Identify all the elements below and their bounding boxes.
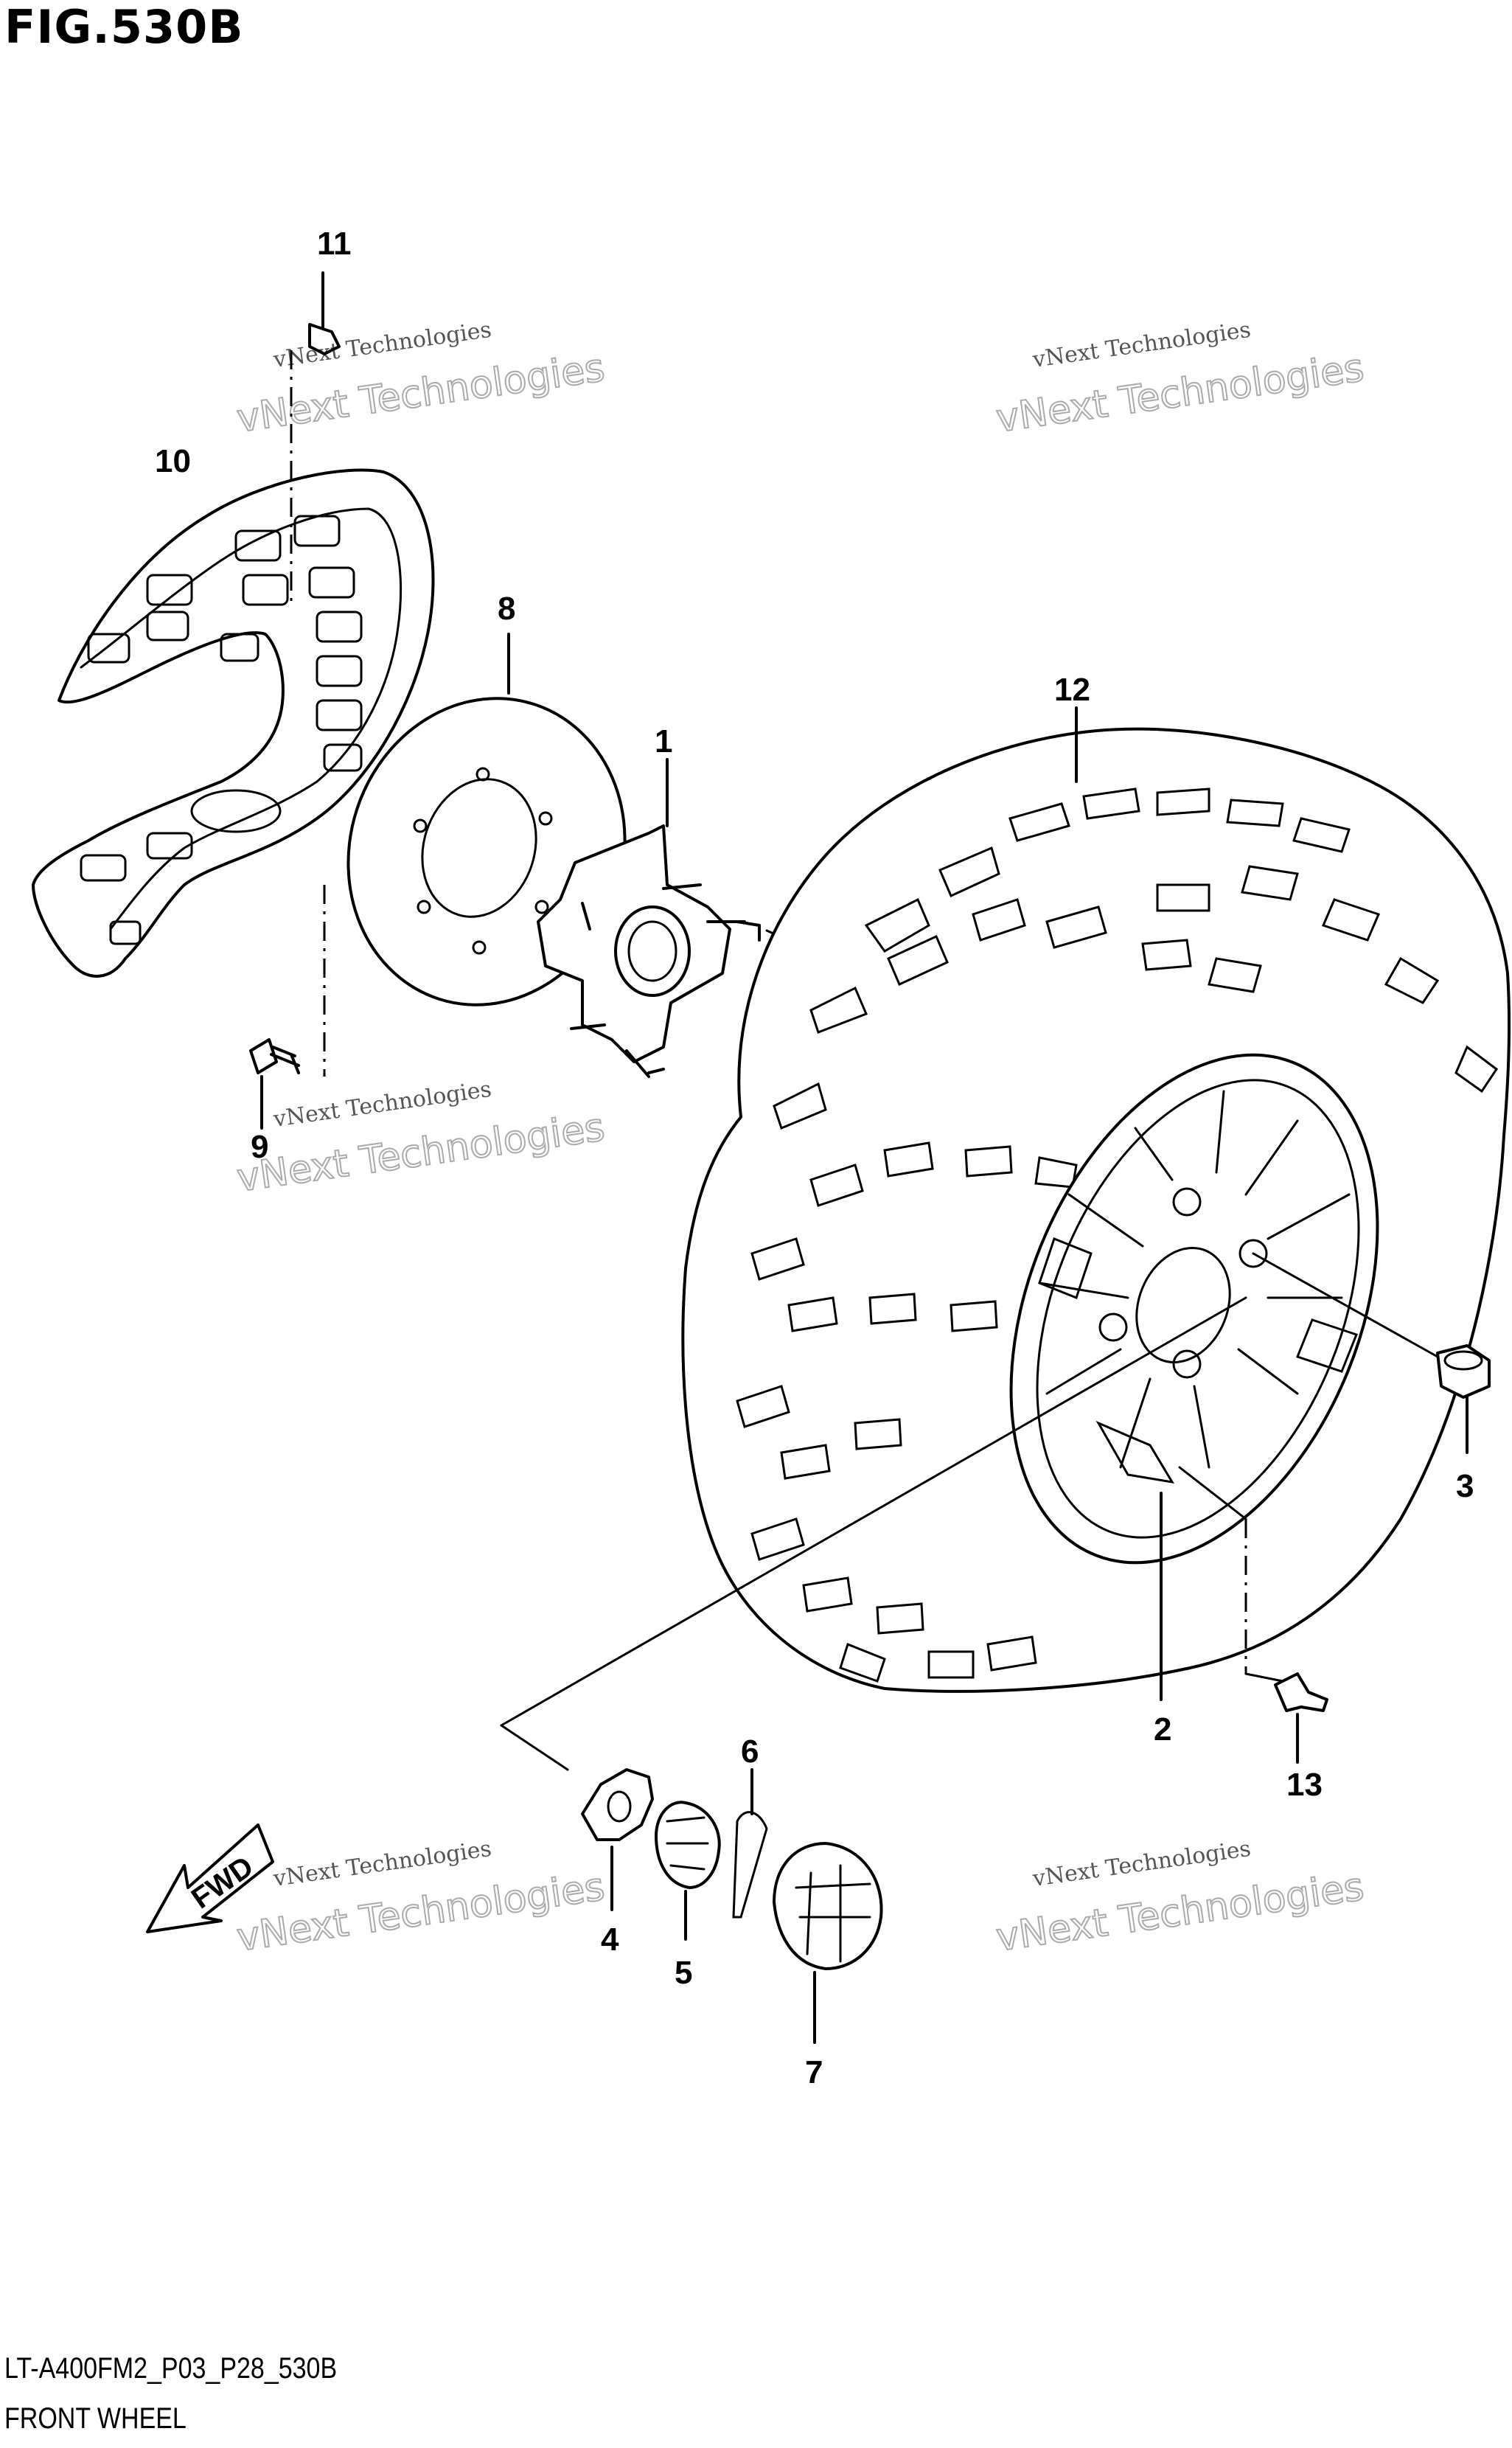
lock-washer-part-4 [581,1768,654,1911]
leader-lines [500,1296,1247,1771]
watermark-small-text: vNext Technologies [1031,1836,1253,1892]
bolt-part-9 [249,1038,300,1130]
callout-7: 7 [805,2054,823,2090]
disc-guard-part-10 [32,468,435,978]
model-code: LT-A400FM2_P03_P28_530B [4,2352,338,2385]
watermark-small-text: vNext Technologies [271,317,493,373]
callout-11: 11 [317,226,352,262]
tire-treads [736,787,1499,1683]
cap-part-7 [773,1842,883,2044]
callout-2: 2 [1154,1711,1171,1748]
callout-10: 10 [155,443,191,479]
cotter-pin-part-6 [732,1768,768,1919]
hub-part-1 [537,758,801,1078]
callout-9: 9 [251,1129,268,1165]
valve-part-13 [1178,1466,1328,1764]
watermark-small-text: vNext Technologies [271,1077,493,1133]
guard-slots [80,515,363,945]
callout-3: 3 [1456,1468,1474,1504]
callout-5: 5 [675,1955,692,1991]
bolt-part-11 [308,271,341,355]
callout-1: 1 [655,723,672,759]
figure-name: FRONT WHEEL [4,2402,187,2435]
figure-title: FIG.530B [4,0,244,54]
callout-6: 6 [741,1734,759,1770]
watermark-small-text: vNext Technologies [1031,317,1253,373]
watermark-mid-left: vNext Technologies vNext Technologies [234,1077,608,1202]
watermark-top-right: vNext Technologies vNext Technologies [993,317,1368,442]
castle-nut-part-5 [655,1801,721,1941]
watermark-bottom-left: vNext Technologies vNext Technologies [234,1836,608,1961]
callout-12: 12 [1054,672,1090,708]
watermark-small-text: vNext Technologies [271,1836,493,1892]
wheel-rim-part-2 [1009,1053,1379,1701]
wheel-nut-part-3 [1252,1252,1491,1454]
callout-13: 13 [1286,1767,1323,1803]
watermark-bottom-right: vNext Technologies vNext Technologies [993,1836,1368,1961]
callout-4: 4 [601,1922,619,1958]
watermark-top-left: vNext Technologies vNext Technologies [234,317,608,442]
callout-8: 8 [498,591,515,627]
